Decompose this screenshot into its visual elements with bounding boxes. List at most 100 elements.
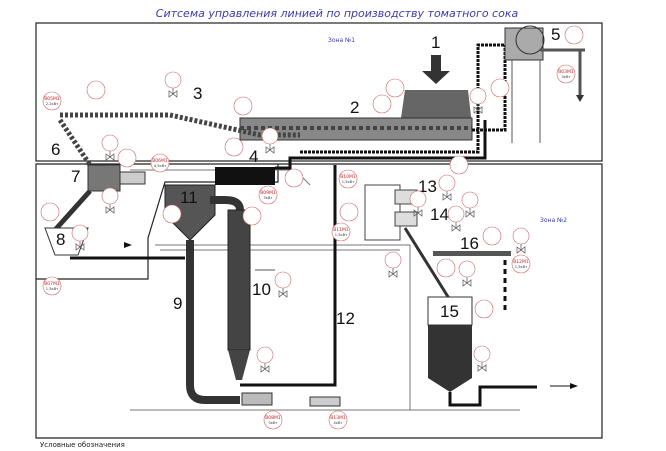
motor-id: B10M1 xyxy=(340,174,356,180)
valve-icon[interactable] xyxy=(458,260,476,287)
valve-icon[interactable] xyxy=(384,251,402,278)
diagram-title: Ситсема управления линией по производств… xyxy=(156,7,519,20)
label-10: 10 xyxy=(252,280,271,299)
zone-1-frame xyxy=(35,22,603,162)
label-9: 9 xyxy=(173,294,182,313)
instrument-tag xyxy=(86,80,106,100)
pipe-9 xyxy=(186,240,240,404)
zone-2-label: Зона №2 xyxy=(540,217,567,224)
pipe-4 xyxy=(275,120,487,170)
zone-2-frame xyxy=(35,163,603,439)
motor-id: B06M1 xyxy=(152,158,168,164)
valve-icon[interactable] xyxy=(261,127,279,154)
label-2: 2 xyxy=(350,98,359,117)
instrument-tag xyxy=(242,206,262,226)
instrument-tag xyxy=(564,25,584,45)
extractor-13-14 xyxy=(364,184,452,301)
zone-1-label: Зона №1 xyxy=(328,37,355,44)
inspection-conveyor-3 xyxy=(60,112,300,138)
label-11: 11 xyxy=(180,188,198,207)
instrument-tag xyxy=(385,78,405,98)
label-7: 7 xyxy=(71,167,80,186)
valve-icon[interactable] xyxy=(409,190,427,217)
motor-id: B11M1 xyxy=(333,227,349,233)
instrument-tag xyxy=(482,226,502,246)
motor-power: 1,5кВт xyxy=(46,287,58,291)
instrument-tag xyxy=(162,204,182,224)
motor-power: 3кВт xyxy=(561,75,570,79)
motor-power: 1,5кВт xyxy=(335,233,347,237)
instrument-tag xyxy=(339,202,359,222)
valve-icon[interactable] xyxy=(473,345,491,372)
label-12: 12 xyxy=(336,309,355,328)
flow-arrow xyxy=(124,242,132,248)
feed-arrow xyxy=(422,55,450,84)
label-15: 15 xyxy=(440,302,459,321)
label-14: 14 xyxy=(430,205,449,224)
pipe-11-10 xyxy=(210,196,244,211)
motor-id: B03M1 xyxy=(558,69,574,75)
motor-power: 1,5кВт xyxy=(342,180,354,184)
motor-power: 3кВт xyxy=(263,196,272,200)
motor-power: 4,5кВт xyxy=(154,164,166,168)
tank-4 xyxy=(215,167,275,185)
instrument-tag xyxy=(436,258,456,278)
motor-power: 4кВт xyxy=(333,421,342,425)
conveyor-16 xyxy=(433,251,511,256)
motor-id: B13M1 xyxy=(330,415,346,421)
valve-icon[interactable] xyxy=(447,205,465,232)
instrument-tag xyxy=(372,94,392,114)
valve-icon[interactable] xyxy=(438,174,456,201)
label-6: 6 xyxy=(51,140,60,159)
valve-icon[interactable] xyxy=(71,224,89,251)
valve-icon[interactable] xyxy=(256,346,274,373)
motor-id: B12M1 xyxy=(513,259,529,265)
label-16: 16 xyxy=(460,234,479,253)
valve-icon[interactable] xyxy=(512,227,530,254)
label-1: 1 xyxy=(431,33,440,52)
label-8: 8 xyxy=(56,230,65,249)
valve-icon[interactable] xyxy=(274,271,292,298)
valve-icon[interactable] xyxy=(461,191,479,218)
instrument-tag xyxy=(40,202,60,222)
label-5: 5 xyxy=(551,25,560,44)
instrument-tag xyxy=(474,299,494,319)
tank-15 xyxy=(427,296,578,407)
crusher-7 xyxy=(53,164,146,232)
instrument-tag xyxy=(449,155,469,175)
valve-icon[interactable] xyxy=(164,71,182,98)
washer-conveyor-2 xyxy=(239,90,473,141)
label-3: 3 xyxy=(193,84,202,103)
motor-id: B07M1 xyxy=(44,281,60,287)
instrument-tag xyxy=(224,137,244,157)
pump-12 xyxy=(309,396,341,407)
legend-caption: Условные обозначения xyxy=(40,441,125,449)
instrument-tag xyxy=(117,148,137,168)
evaporator-10 xyxy=(227,209,275,406)
instrument-tag xyxy=(284,168,304,188)
valve-icon[interactable] xyxy=(101,134,119,161)
machine-5 xyxy=(504,25,585,143)
label-13: 13 xyxy=(418,177,437,196)
zone-divider xyxy=(36,164,279,280)
motor-power: 1,5кВт xyxy=(515,265,527,269)
motor-power: 2,2кВт xyxy=(46,102,58,106)
valve-icon[interactable] xyxy=(101,187,119,214)
motor-id: B08M1 xyxy=(265,415,281,421)
valve-icon[interactable] xyxy=(469,87,487,114)
motor-id: B05M1 xyxy=(44,96,60,102)
label-4: 4 xyxy=(249,147,258,166)
instrument-tag xyxy=(490,78,510,98)
motor-power: 5кВт xyxy=(268,421,277,425)
elevator-to-5 xyxy=(300,43,507,154)
